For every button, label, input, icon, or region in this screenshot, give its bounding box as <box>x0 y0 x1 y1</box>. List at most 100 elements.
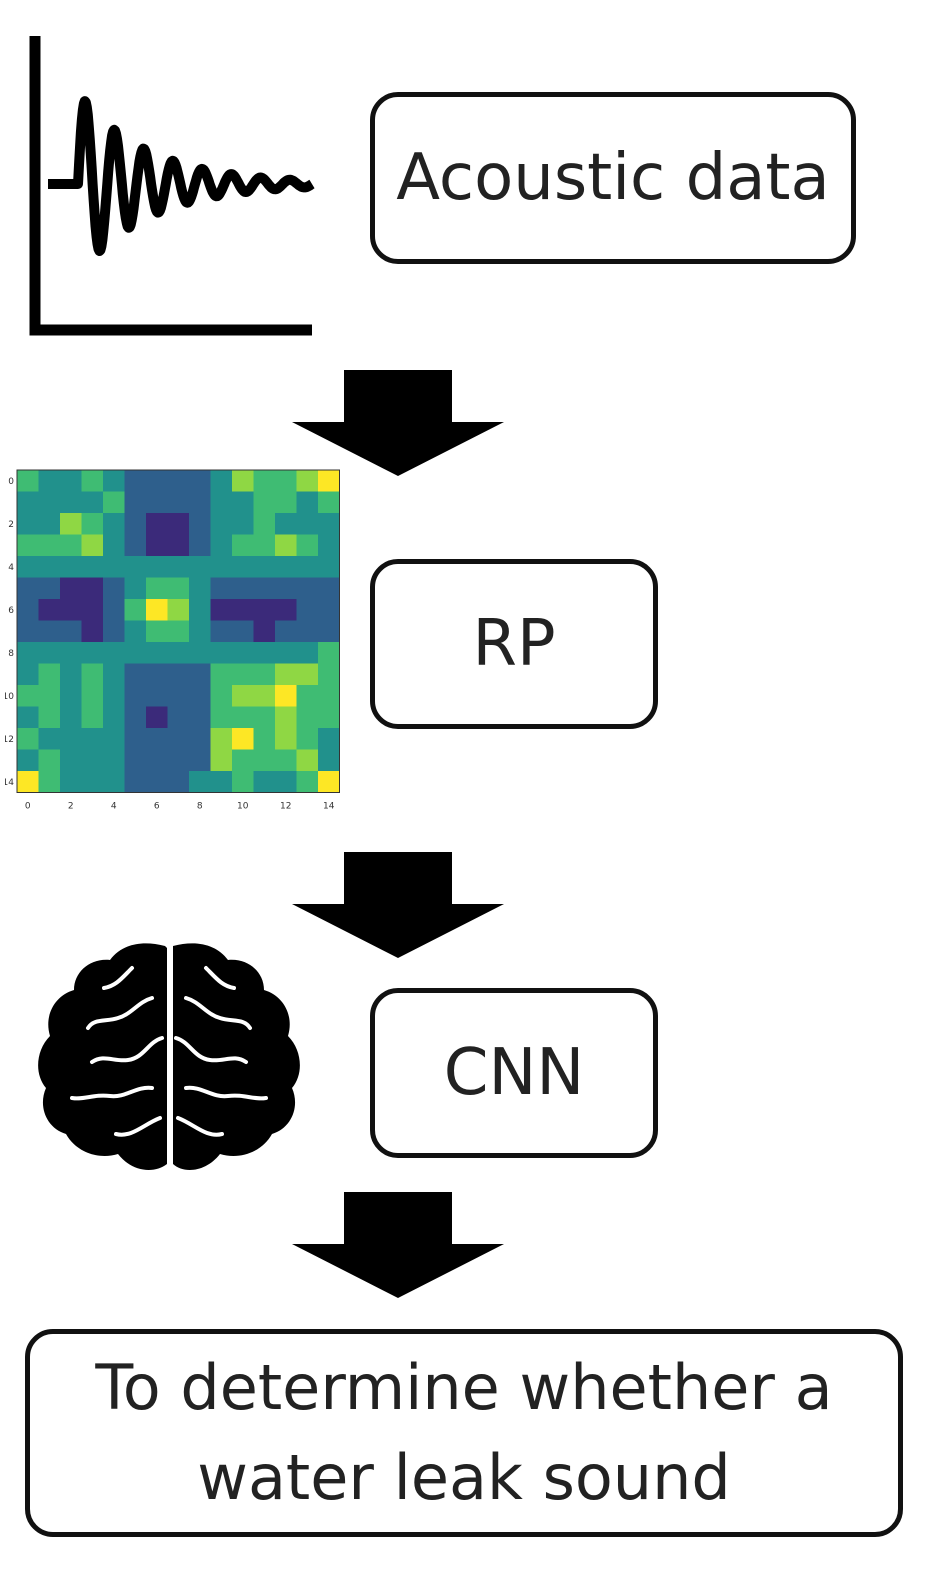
rp-cell <box>318 749 340 772</box>
x-tick-label: 2 <box>68 802 74 812</box>
y-tick-label: 0 <box>8 477 14 487</box>
rp-cell <box>60 749 82 772</box>
waveform-icon <box>29 36 316 336</box>
rp-cell <box>232 620 254 643</box>
rp-frame <box>16 469 340 793</box>
rp-cell <box>124 470 147 492</box>
rp-cell <box>17 513 39 535</box>
rp-cell <box>124 534 147 557</box>
rp-cell <box>232 599 254 621</box>
rp-cell <box>124 663 147 686</box>
rp-cell <box>38 728 61 750</box>
rp-cell <box>60 771 82 793</box>
rp-cell <box>38 577 61 600</box>
rp-cell <box>318 706 340 729</box>
rp-cell <box>146 620 168 643</box>
rp-cell <box>81 577 104 600</box>
rp-cell <box>167 599 190 621</box>
rp-cell <box>146 513 168 535</box>
y-tick-label: 10 <box>5 692 14 702</box>
rp-cell <box>210 706 233 729</box>
x-tick-label: 10 <box>237 802 249 812</box>
rp-cell <box>146 728 168 750</box>
rp-cell <box>124 577 147 600</box>
brain-icon <box>38 943 300 1170</box>
rp-cell <box>167 513 190 535</box>
rp-cell <box>189 728 211 750</box>
rp-cell <box>189 534 211 557</box>
rp-cell <box>189 706 211 729</box>
rp-cell <box>81 599 104 621</box>
rp-cell <box>189 513 211 535</box>
rp-cell <box>17 620 39 643</box>
rp-cell <box>60 728 82 750</box>
rp-cell <box>232 534 254 557</box>
rp-cell <box>253 620 276 643</box>
rp-cell <box>81 642 104 664</box>
rp-cell <box>103 728 125 750</box>
rp-cell <box>124 599 147 621</box>
rp-cell <box>318 685 340 707</box>
rp-cell <box>232 749 254 772</box>
rp-cell <box>253 706 276 729</box>
rp-cell <box>60 599 82 621</box>
rp-cell <box>146 685 168 707</box>
rp-cell <box>232 470 254 492</box>
y-tick-label: 14 <box>5 778 14 788</box>
rp-cell <box>232 642 254 664</box>
rp-cell <box>189 771 211 793</box>
rp-cell <box>296 513 319 535</box>
rp-cell <box>275 577 297 600</box>
rp-cell <box>103 663 125 686</box>
rp-cell <box>232 706 254 729</box>
rp-cell <box>60 470 82 492</box>
rp-cell <box>189 470 211 492</box>
rp-cell <box>146 663 168 686</box>
rp-cell <box>81 749 104 772</box>
rp-cell <box>167 642 190 664</box>
x-tick-label: 6 <box>154 802 160 812</box>
rp-cell <box>17 663 39 686</box>
rp-cell <box>17 749 39 772</box>
rp-cell <box>38 534 61 557</box>
rp-cell <box>124 556 147 578</box>
rp-cell <box>232 663 254 686</box>
rp-cell <box>17 642 39 664</box>
rp-cell <box>167 685 190 707</box>
rp-cell <box>17 534 39 557</box>
rp-cell <box>253 513 276 535</box>
rp-cell <box>17 728 39 750</box>
rp-cell <box>253 599 276 621</box>
rp-cell <box>167 470 190 492</box>
rp-cell <box>38 642 61 664</box>
rp-cell <box>253 749 276 772</box>
rp-cell <box>253 728 276 750</box>
rp-cell <box>318 642 340 664</box>
rp-cell <box>103 534 125 557</box>
x-tick-label: 0 <box>25 802 31 812</box>
rp-cell <box>318 663 340 686</box>
rp-cell <box>38 685 61 707</box>
rp-cell <box>124 728 147 750</box>
rp-cell <box>275 491 297 514</box>
rp-cell <box>253 470 276 492</box>
rp-cell <box>296 663 319 686</box>
rp-cell <box>124 491 147 514</box>
rp-cell <box>275 749 297 772</box>
rp-cell <box>146 556 168 578</box>
down-arrow-icon <box>292 852 504 958</box>
cnn-box: CNN <box>370 988 658 1158</box>
rp-cell <box>318 599 340 621</box>
x-tick-label: 14 <box>323 802 335 812</box>
rp-cell <box>38 599 61 621</box>
rp-cell <box>124 771 147 793</box>
rp-cell <box>38 491 61 514</box>
rp-cell <box>253 685 276 707</box>
rp-cell <box>146 577 168 600</box>
rp-cell <box>38 620 61 643</box>
rp-cell <box>253 556 276 578</box>
rp-cell <box>60 534 82 557</box>
x-tick-label: 8 <box>197 802 203 812</box>
rp-cell <box>103 599 125 621</box>
rp-cell <box>103 642 125 664</box>
